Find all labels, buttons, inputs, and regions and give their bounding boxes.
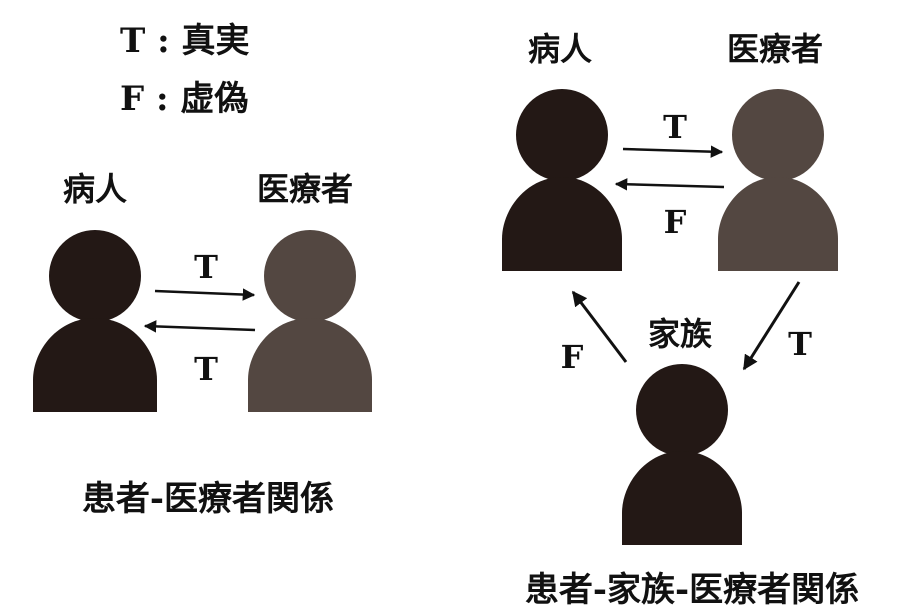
right-family-head <box>636 364 728 456</box>
right-provider-head <box>732 89 824 181</box>
left-patient-label: 病人 <box>63 170 127 208</box>
left-provider-figure <box>248 230 372 412</box>
right-provider-figure <box>718 89 838 271</box>
right-family-body <box>622 451 742 545</box>
right-arrow-family-to-patient-label: F <box>561 338 584 376</box>
right-family-label: 家族 <box>648 315 713 353</box>
right-arrow-family-to-patient <box>571 290 628 363</box>
left-provider-body <box>248 318 372 412</box>
right-arrow-provider-to-patient <box>614 178 725 191</box>
left-patient-body <box>33 318 157 412</box>
right-arrow-bottom-label: F <box>664 203 687 241</box>
left-arrow-patient-to-provider <box>154 288 256 301</box>
right-patient-head <box>516 89 608 181</box>
right-provider-label: 医療者 <box>727 30 823 68</box>
legend-false: F : 虚偽 <box>120 79 248 119</box>
right-arrow-provider-to-family-label: T <box>788 325 812 363</box>
left-provider-label: 医療者 <box>257 170 353 208</box>
left-arrow-provider-to-patient <box>143 320 256 333</box>
legend-true: T : 真実 <box>120 21 250 61</box>
right-patient-body <box>502 177 622 271</box>
right-patient-label: 病人 <box>528 30 592 68</box>
left-provider-head <box>264 230 356 322</box>
left-caption: 患者-医療者関係 <box>82 479 334 519</box>
right-family-figure <box>622 364 742 545</box>
right-patient-figure <box>502 89 622 271</box>
left-arrow-bottom-label: T <box>194 350 218 388</box>
right-provider-body <box>718 177 838 271</box>
right-caption: 患者-家族-医療者関係 <box>525 570 859 610</box>
left-patient-figure <box>33 230 157 412</box>
right-arrow-top-label: T <box>663 108 687 146</box>
left-patient-head <box>49 230 141 322</box>
right-arrow-patient-to-provider <box>622 145 724 158</box>
right-arrow-provider-to-family <box>742 281 801 371</box>
left-arrow-top-label: T <box>194 248 218 286</box>
